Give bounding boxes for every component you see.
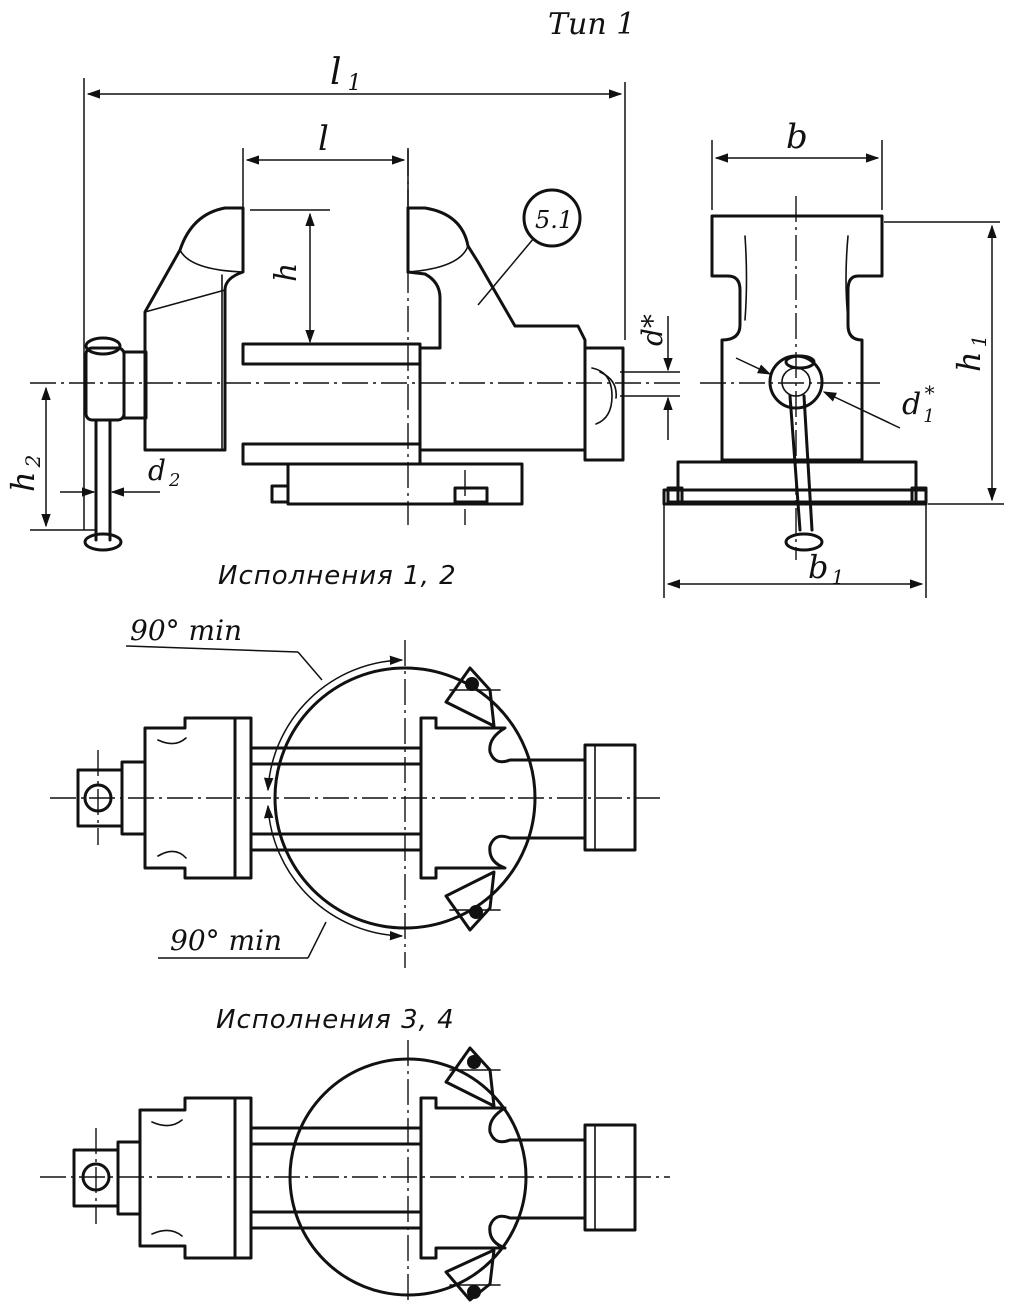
end-view-handle xyxy=(788,394,814,532)
dimension-l-label: l xyxy=(318,119,329,159)
movable-jaw-body xyxy=(143,206,245,452)
clamp-lug-bottom-34 xyxy=(444,1248,496,1302)
angle-label-bottom: 90° min xyxy=(170,924,282,957)
dimension-h-label: h xyxy=(269,263,304,282)
dimension-h1-label: h1 xyxy=(950,335,991,372)
variant-34-caption: Исполнения 3, 4 xyxy=(216,1005,455,1035)
handle-bar xyxy=(94,418,112,542)
handle-top-knob xyxy=(84,336,122,356)
dimension-h2-label: h2 xyxy=(4,455,45,492)
lower-guide-bar xyxy=(241,442,422,466)
plan-guide-top-34 xyxy=(249,1126,423,1146)
plan-guide-bottom-34 xyxy=(249,1210,423,1230)
upper-guide-bar xyxy=(241,342,422,366)
spindle-head xyxy=(84,346,126,422)
angle-label-top: 90° min xyxy=(130,614,242,647)
plan-view-variant-12: 90° min 90° min xyxy=(50,614,660,968)
base-plate xyxy=(286,462,524,506)
plan-view-variant-34 xyxy=(40,1040,670,1305)
dimension-d1-line xyxy=(822,391,901,429)
dimension-b-label: b xyxy=(786,117,808,157)
plan-fixed-jaw-34 xyxy=(419,1096,587,1260)
rear-nut-housing xyxy=(583,346,625,462)
type-title: Тип 1 xyxy=(548,7,635,42)
end-view-jaw-profile xyxy=(710,214,884,462)
callout-leader xyxy=(477,237,535,306)
plan-movable-jaw-34 xyxy=(138,1096,237,1260)
handle-bottom-knob xyxy=(83,532,123,552)
angle-arc-top xyxy=(263,655,404,792)
dimension-d-star-label: d* xyxy=(636,314,669,346)
callout-circle xyxy=(522,188,582,248)
angle-arc-bottom xyxy=(263,804,404,941)
variant-12-caption: Исполнения 1, 2 xyxy=(218,561,457,591)
callout-label: 5.1 xyxy=(535,206,573,234)
clamp-lug-bottom-12 xyxy=(444,870,496,932)
